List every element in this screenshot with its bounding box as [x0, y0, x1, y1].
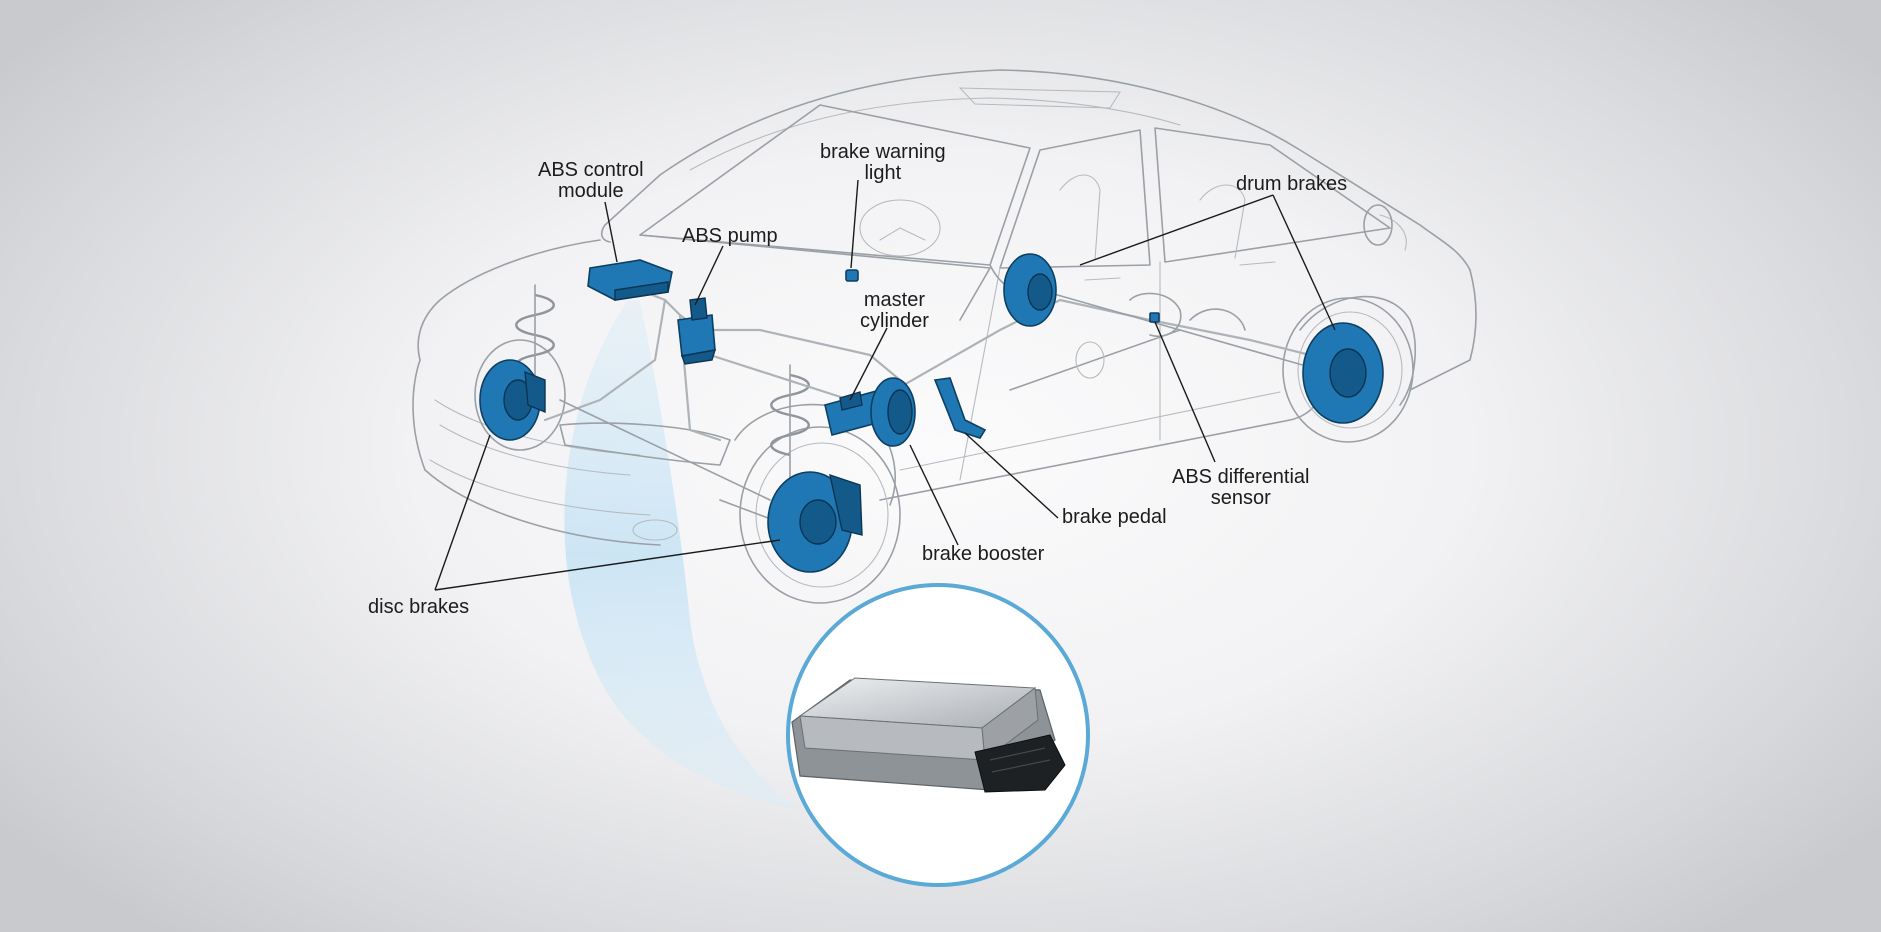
front-right-spring	[770, 364, 810, 481]
label-brake-warning-light: brake warning light	[820, 142, 946, 184]
callout-magnifier	[786, 583, 1090, 887]
disc-brake-front-right	[767, 471, 863, 573]
label-brake-booster: brake booster	[922, 544, 1044, 565]
label-abs-pump: ABS pump	[682, 226, 778, 247]
drum-brake-rear-right	[1302, 322, 1384, 424]
label-line: ABS differential	[1172, 466, 1310, 488]
disc-brake-front-left	[479, 359, 546, 441]
label-line: light	[864, 162, 902, 184]
label-line: sensor	[1210, 487, 1271, 509]
brake-booster-part	[870, 377, 916, 447]
label-abs-control-module: ABS control module	[538, 160, 644, 202]
label-abs-differential-sensor: ABS differential sensor	[1172, 467, 1310, 509]
label-line: brake warning	[820, 141, 946, 163]
abs-control-module-part	[587, 259, 673, 301]
label-line: brake pedal	[1062, 506, 1167, 528]
label-line: ABS pump	[682, 225, 778, 247]
label-disc-brakes: disc brakes	[368, 597, 469, 618]
drum-brake-rear-left	[1003, 253, 1057, 327]
label-brake-pedal: brake pedal	[1062, 507, 1167, 528]
label-line: module	[558, 180, 624, 202]
leader-lines	[434, 179, 1336, 591]
ecu-unit-illustration	[791, 677, 1066, 793]
label-line: disc brakes	[368, 596, 470, 618]
label-master-cylinder: master cylinder	[860, 290, 929, 332]
label-line: drum brakes	[1236, 173, 1348, 195]
abs-pump-part	[677, 297, 716, 365]
label-line: cylinder	[860, 310, 929, 332]
highlight-beam	[564, 300, 800, 810]
label-line: brake booster	[922, 543, 1045, 565]
label-line: master	[863, 289, 926, 311]
label-line: ABS control	[538, 159, 644, 181]
abs-differential-sensor-part	[1149, 312, 1160, 323]
label-drum-brakes: drum brakes	[1236, 174, 1347, 195]
car-body	[412, 69, 1477, 604]
brake-pedal-part	[933, 377, 987, 439]
brake-warning-light-part	[845, 269, 859, 282]
